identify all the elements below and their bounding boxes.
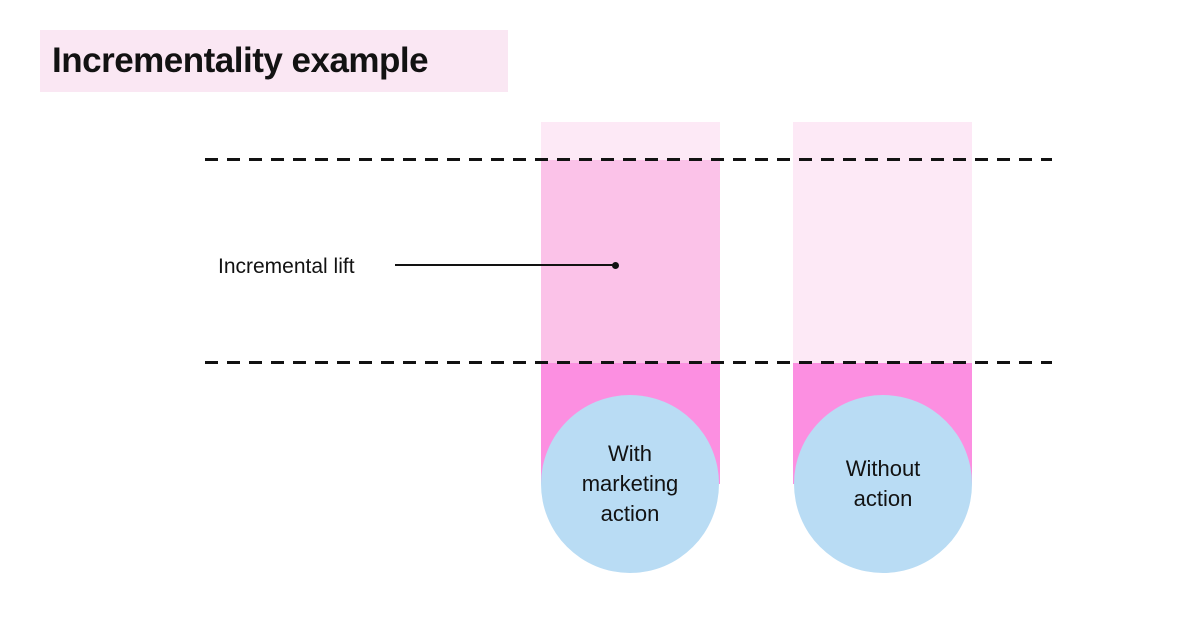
annotation-connector-line: [395, 264, 613, 266]
bar-with-segment-light: [541, 122, 720, 160]
circle-without-action: Without action: [794, 395, 972, 573]
bar-without-segment-light: [793, 122, 972, 363]
circle-label-line: Without: [845, 456, 921, 481]
circle-label-line: marketing: [581, 471, 679, 496]
circle-label-line: With: [608, 441, 652, 466]
baseline-dashed-line: [205, 361, 1052, 364]
circle-label-line: action: [853, 486, 913, 511]
annotation-dot: [612, 262, 619, 269]
incremental-lift-label: Incremental lift: [218, 255, 355, 278]
upper-threshold-dashed-line: [205, 158, 1052, 161]
page-title: Incrementality example: [52, 41, 429, 80]
circle-with-marketing-action: With marketing action: [541, 395, 719, 573]
bar-with-segment-incremental-lift: [541, 160, 720, 363]
title-block: Incrementality example: [40, 30, 508, 92]
circle-label-line: action: [600, 501, 660, 526]
